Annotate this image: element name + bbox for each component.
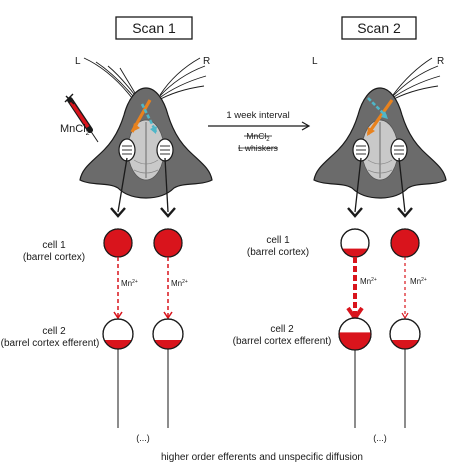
scan2-cell1-desc: (barrel cortex) (247, 247, 309, 258)
scan1-right-ion-arrowhead (163, 311, 173, 320)
scan1-left-chevron (110, 207, 126, 218)
scan1-panel: Scan 1 L R (1, 16, 213, 443)
scan1-left-label: L (75, 56, 81, 67)
scan2-left-cell1 (340, 228, 370, 258)
scan2-cell2-name: cell 2 (270, 324, 294, 335)
interval-struck-tracer: MnCl2 (246, 131, 270, 143)
scan1-right-projection (164, 157, 169, 213)
scan2-brain (352, 119, 408, 181)
scan2-right-label: R (437, 56, 444, 67)
scan1-brain (118, 119, 174, 181)
interval-annotation: 1 week interval MnCl2 L whiskers (208, 110, 311, 153)
scan2-right-projection (398, 157, 406, 213)
scan1-title: Scan 1 (132, 20, 176, 36)
scan2-left-chevron (347, 207, 363, 218)
scan1-right-ion-label: Mn2+ (171, 279, 188, 288)
scan1-cell2-name: cell 2 (42, 326, 66, 337)
scan1-title-box (115, 16, 193, 40)
scan2-right-cell2 (389, 318, 421, 350)
interval-label: 1 week interval (226, 110, 289, 121)
scan2-panel: Scan 2 L R (233, 16, 447, 443)
scan2-title: Scan 2 (357, 20, 401, 36)
scan2-cell1-name: cell 1 (266, 235, 290, 246)
scan1-cyan-arrowhead (150, 126, 157, 134)
scan2-right-ion-label: Mn2+ (410, 277, 427, 286)
scan2-right-ion-arrowhead (401, 312, 409, 320)
scan2-orange-arrow (366, 99, 394, 135)
scan1-right-cell2 (152, 318, 184, 350)
scan2-cell2-desc: (barrel cortex efferent) (233, 336, 332, 347)
scan1-left-ion-label: Mn2+ (121, 279, 138, 288)
scan1-right-label: R (203, 56, 210, 67)
interval-arrowhead (301, 121, 311, 131)
scan1-right-chevron (160, 207, 176, 218)
scan2-orange-arrowhead (367, 127, 375, 136)
scan2-left-cell2 (338, 317, 372, 351)
scan1-right-cell1 (153, 228, 183, 258)
scan2-left-label: L (312, 56, 318, 67)
scan1-ellipsis: (...) (136, 433, 150, 443)
scan2-ellipsis: (...) (373, 433, 387, 443)
scan2-whiskers (389, 57, 441, 102)
tracer-label: MnCl2 (60, 123, 90, 137)
scan1-left-ion-arrowhead (113, 311, 123, 320)
scan1-left-cell1 (103, 228, 133, 258)
scan2-cyan-arrowhead (381, 111, 388, 119)
scan1-cell1-desc: (barrel cortex) (23, 252, 85, 263)
scan2-title-box (341, 16, 417, 40)
scan1-cell1-name: cell 1 (42, 240, 66, 251)
scan2-left-projection (354, 157, 362, 213)
scan2-cyan-arrow (367, 97, 387, 117)
scan2-right-cell1 (390, 228, 420, 258)
scan1-left-projection (117, 157, 128, 213)
scan1-orange-arrowhead (132, 123, 140, 132)
scan1-cell2-desc: (barrel cortex efferent) (1, 338, 100, 349)
scan1-cyan-arrow (140, 103, 158, 133)
scan1-left-cell2 (102, 318, 134, 350)
syringe-icon (64, 93, 99, 143)
footer-caption: higher order efferents and unspecific di… (161, 452, 363, 463)
scan2-left-ion-label: Mn2+ (360, 277, 377, 286)
scan2-right-chevron (397, 207, 413, 218)
